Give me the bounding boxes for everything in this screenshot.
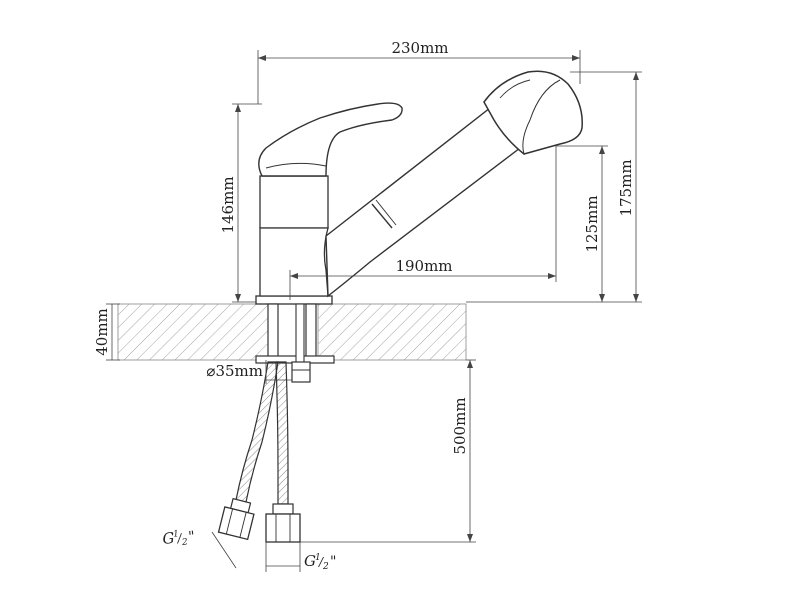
label-500mm: 500mm	[451, 397, 469, 454]
dimension-labels: 230mm 190mm 146mm 125mm 175mm 40mm ⌀35mm…	[93, 39, 635, 455]
spray-head-ridge	[499, 79, 531, 99]
left-nut-facet-1	[225, 508, 234, 535]
connector-label-right: G 1 / 2 "	[304, 552, 336, 572]
arrow-125-bottom	[599, 294, 605, 302]
label-35mm: ⌀35mm	[206, 362, 263, 380]
mounting-nut	[291, 361, 311, 383]
spout-ring-2	[375, 199, 397, 226]
arrow-500-bottom	[467, 534, 473, 542]
hose-left	[235, 361, 279, 503]
countertop-right-hatch	[317, 303, 467, 361]
right-thread-slash: /	[318, 555, 325, 569]
arrow-230-right	[572, 55, 580, 61]
pullout-spout	[325, 70, 583, 298]
hose-right	[275, 361, 289, 505]
arrow-500-top	[467, 360, 473, 368]
left-thread-g: G	[162, 529, 176, 548]
dimension-lines	[106, 50, 642, 572]
arrow-175-bottom	[633, 294, 639, 302]
countertop-section	[117, 303, 467, 361]
countertop-left-hatch	[117, 303, 269, 361]
shank-right	[305, 303, 317, 361]
right-thread-den: 2	[322, 562, 329, 572]
right-thread-suffix: "	[330, 554, 336, 570]
arrow-230-left	[258, 55, 266, 61]
label-146mm: 146mm	[219, 176, 237, 233]
left-thread-suffix: "	[188, 529, 196, 546]
lower-cylinder	[259, 227, 329, 297]
left-nut-facet-2	[239, 512, 247, 538]
arrow-125-top	[599, 146, 605, 154]
right-connector-nut	[265, 513, 301, 543]
label-40mm: 40mm	[93, 308, 111, 356]
spout-ring	[371, 203, 393, 229]
upper-cylinder	[259, 175, 329, 229]
dimension-arrows	[235, 55, 639, 542]
spray-head-face	[522, 79, 561, 155]
arrow-190-right	[548, 273, 556, 279]
base-flange	[255, 295, 333, 305]
shank-left	[267, 303, 279, 361]
right-connector	[265, 503, 301, 543]
lever-underside	[265, 162, 327, 169]
dim-g-left-line	[211, 531, 237, 569]
label-190mm: 190mm	[395, 257, 452, 275]
left-thread-slash: /	[176, 531, 184, 546]
flexible-hoses	[235, 361, 289, 505]
left-connector	[217, 497, 255, 541]
right-thread-num: 1	[315, 553, 321, 563]
mounting-hardware	[255, 303, 335, 383]
left-thread-num: 1	[173, 529, 180, 540]
faucet-body	[255, 102, 403, 305]
right-thread-g: G	[304, 552, 316, 570]
right-connector-collar	[272, 503, 294, 515]
label-230mm: 230mm	[391, 39, 448, 57]
arrow-190-left	[290, 273, 298, 279]
lever-handle	[258, 102, 403, 177]
label-125mm: 125mm	[583, 195, 601, 252]
arrow-146-top	[235, 104, 241, 112]
arrow-146-bottom	[235, 294, 241, 302]
arrow-175-top	[633, 72, 639, 80]
label-175mm: 175mm	[617, 159, 635, 216]
connector-label-left: G 1 / 2 "	[162, 529, 196, 548]
left-thread-den: 2	[180, 537, 188, 548]
